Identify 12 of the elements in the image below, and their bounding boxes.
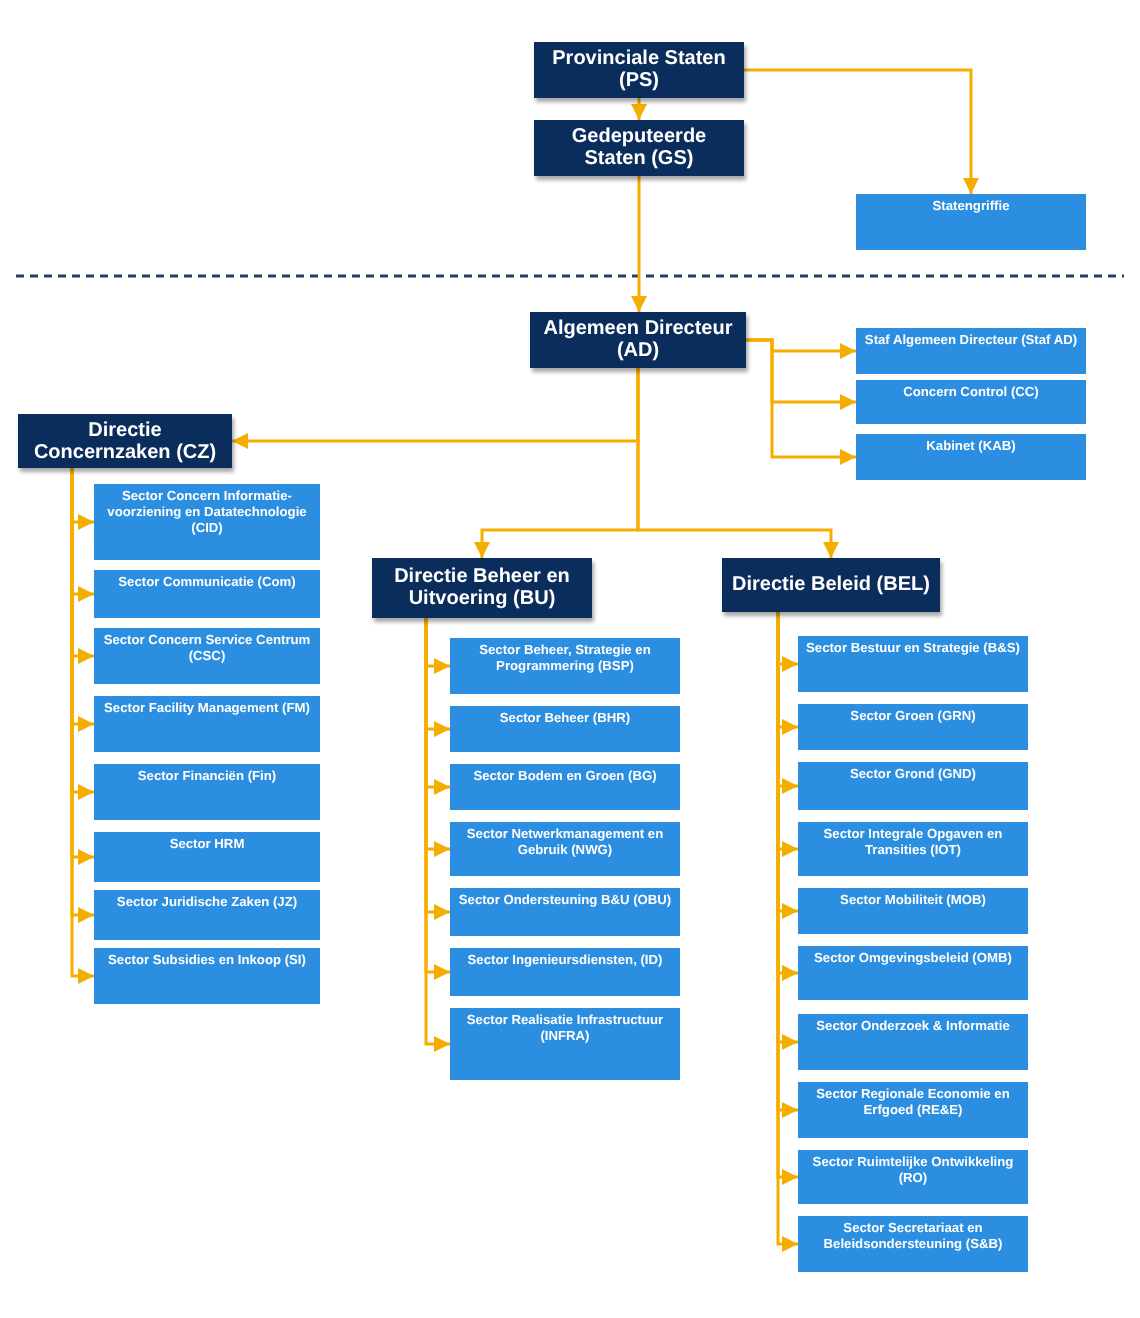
connector-arrow bbox=[744, 68, 979, 194]
directorate-box: Directie Beleid (BEL) bbox=[722, 558, 940, 612]
connector-arrow bbox=[631, 176, 647, 312]
connector-arrow bbox=[424, 618, 450, 1052]
directorate-box: Directie Concernzaken (CZ) bbox=[18, 414, 232, 468]
directorate-box: Provinciale Staten (PS) bbox=[534, 42, 744, 98]
connector-arrow bbox=[636, 368, 839, 558]
connector-arrow bbox=[746, 338, 856, 465]
directorate-box: Algemeen Directeur (AD) bbox=[530, 312, 746, 368]
directorate-box: Directie Beheer en Uitvoering (BU) bbox=[372, 558, 592, 618]
directorate-box: Gedeputeerde Staten (GS) bbox=[534, 120, 744, 176]
connector-arrow bbox=[631, 98, 647, 120]
